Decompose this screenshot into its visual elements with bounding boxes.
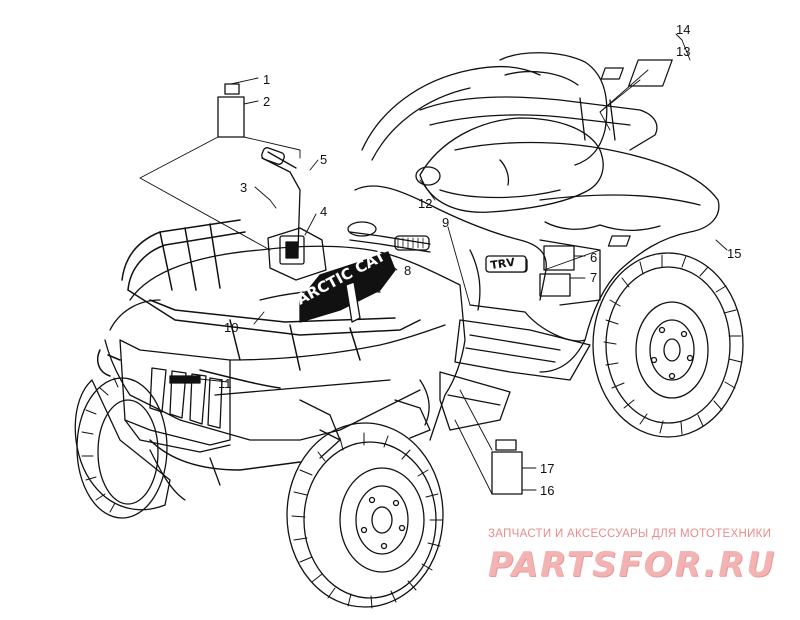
rear-fender xyxy=(454,141,720,373)
callout-11: 11 xyxy=(218,376,232,391)
callout-12: 12 xyxy=(418,196,432,211)
seat xyxy=(415,52,608,213)
decal-14 xyxy=(628,59,673,87)
front-right-wheel xyxy=(286,422,444,609)
callout-9: 9 xyxy=(442,215,449,230)
rear-right-wheel xyxy=(592,252,744,438)
decal-13 xyxy=(600,67,624,80)
decal-7 xyxy=(539,273,571,297)
fender-decal xyxy=(299,251,396,323)
leader-lines xyxy=(139,33,728,495)
side-badge-text: TRV xyxy=(490,256,517,272)
front-grille xyxy=(119,339,231,453)
callout-15: 15 xyxy=(727,246,741,261)
decal-17 xyxy=(495,439,517,451)
callout-6: 6 xyxy=(590,250,597,265)
decal-2 xyxy=(217,96,245,138)
side-badge xyxy=(485,255,527,273)
decal-1 xyxy=(224,83,240,95)
front-rack xyxy=(97,219,421,471)
footwell xyxy=(439,319,591,431)
front-left-wheel xyxy=(74,377,171,519)
callout-3: 3 xyxy=(240,180,247,195)
lower-chassis xyxy=(149,379,431,501)
decal-6 xyxy=(543,245,575,271)
callout-10: 10 xyxy=(224,320,238,335)
callout-14: 14 xyxy=(676,22,690,37)
callout-5: 5 xyxy=(320,152,327,167)
callout-17: 17 xyxy=(540,461,554,476)
rear-rack xyxy=(361,65,658,161)
watermark-tagline: ЗАПЧАСТИ И АКСЕССУАРЫ ДЛЯ МОТОТЕХНИКИ xyxy=(488,528,772,540)
decal-16 xyxy=(491,451,523,495)
callout-4: 4 xyxy=(320,204,327,219)
callout-13: 13 xyxy=(676,44,690,59)
callout-1: 1 xyxy=(263,72,270,87)
center-body xyxy=(354,185,601,311)
callout-16: 16 xyxy=(540,483,554,498)
front-fender xyxy=(104,245,466,441)
handlebar xyxy=(261,147,431,281)
callout-7: 7 xyxy=(590,270,597,285)
watermark-brand: PARTSFOR.RU xyxy=(488,545,777,585)
callout-8: 8 xyxy=(404,263,411,278)
decal-15 xyxy=(607,235,631,247)
callout-2: 2 xyxy=(263,94,270,109)
